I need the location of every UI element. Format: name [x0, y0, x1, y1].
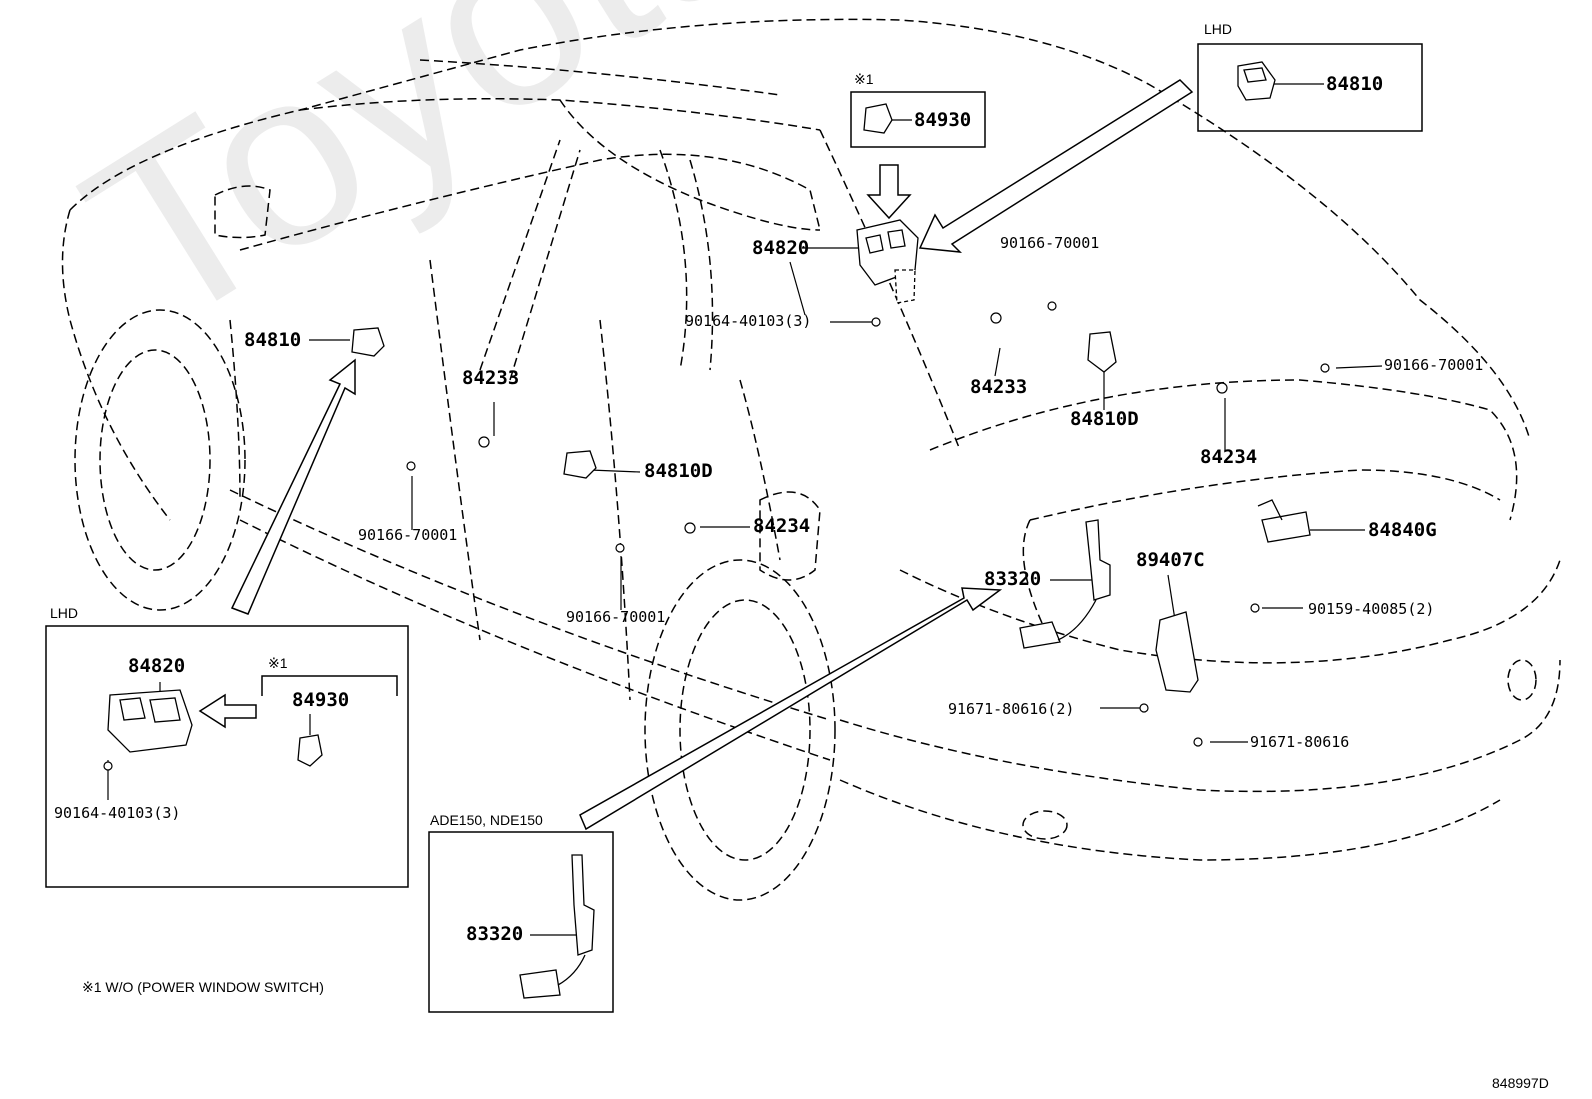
lhd-left-title: LHD: [50, 605, 79, 621]
label-90166-70001-d: 90166-70001: [566, 608, 666, 626]
label-84233-right: 84233: [970, 376, 1028, 398]
lhd-left-part-84930: 84930: [292, 689, 350, 711]
label-90166-70001-c: 90166-70001: [358, 526, 458, 544]
label-90159-40085: 90159-40085(2): [1308, 600, 1435, 618]
label-84810d-right: 84810D: [1070, 408, 1139, 430]
note1-top-part-84930: 84930: [914, 109, 972, 131]
label-90166-70001-b: 90166-70001: [1384, 356, 1484, 374]
label-90164-40103: 90164-40103(3): [685, 312, 812, 330]
footnote-power-window: ※1 W/O (POWER WINDOW SWITCH): [82, 979, 324, 995]
lhd-top-part-84810: 84810: [1326, 73, 1384, 95]
label-91671-80616-2: 91671-80616(2): [948, 700, 1075, 718]
label-89407c: 89407C: [1136, 549, 1205, 571]
note1-top-mark: ※1: [854, 71, 874, 87]
ade-inset-title: ADE150, NDE150: [430, 812, 543, 828]
label-84810d-left: 84810D: [644, 460, 713, 482]
figure-code: 848997D: [1492, 1075, 1549, 1091]
label-90166-70001-a: 90166-70001: [1000, 234, 1100, 252]
label-84840g: 84840G: [1368, 519, 1437, 541]
label-84234-left: 84234: [753, 515, 811, 537]
label-84234-right: 84234: [1200, 446, 1258, 468]
lhd-top-title: LHD: [1204, 21, 1233, 37]
label-91671-80616: 91671-80616: [1250, 733, 1350, 751]
lhd-left-screw: 90164-40103(3): [54, 804, 181, 822]
label-83320: 83320: [984, 568, 1042, 590]
label-84810-left: 84810: [244, 329, 302, 351]
label-84233-left: 84233: [462, 367, 520, 389]
ade-inset-part-83320: 83320: [466, 923, 524, 945]
label-84820: 84820: [752, 237, 810, 259]
lhd-left-note-mark: ※1: [268, 655, 288, 671]
lhd-left-part-84820: 84820: [128, 655, 186, 677]
